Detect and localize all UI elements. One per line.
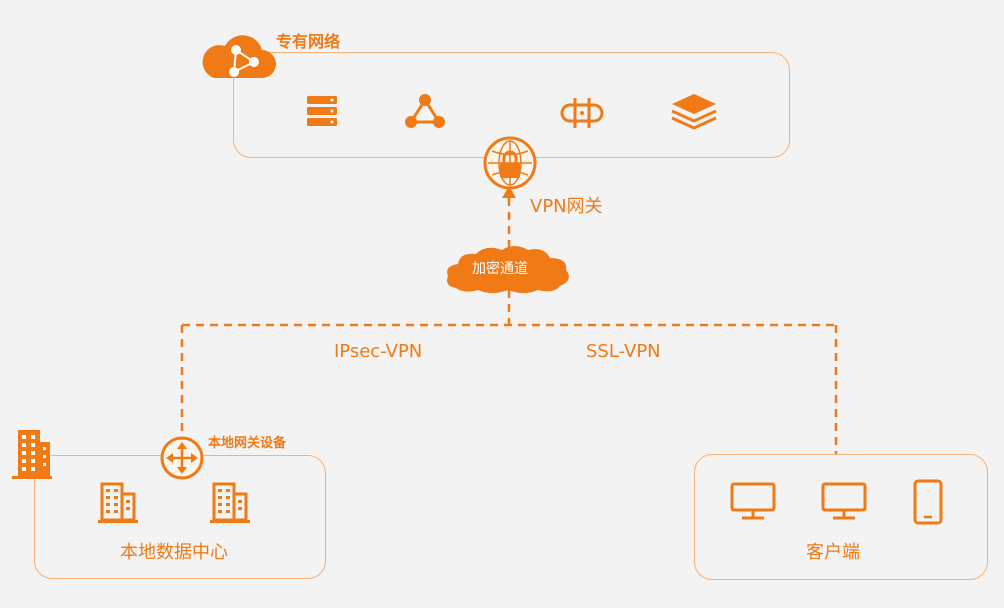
server-stack-icon bbox=[307, 96, 337, 126]
tunnel-cloud-icon bbox=[447, 246, 569, 293]
router-icon bbox=[560, 98, 604, 128]
vpn-gateway-label: VPN网关 bbox=[530, 196, 603, 217]
building-icon bbox=[210, 482, 250, 523]
cloud-network-icon bbox=[202, 35, 276, 78]
client-container bbox=[694, 454, 988, 580]
network-hub-icon bbox=[405, 94, 445, 128]
lock-globe-icon bbox=[483, 136, 537, 190]
desktop-monitor-icon bbox=[821, 482, 867, 520]
office-building-icon bbox=[12, 430, 52, 479]
desktop-monitor-icon bbox=[730, 482, 776, 520]
gateway-device-label: 本地网关设备 bbox=[208, 436, 287, 451]
gateway-device-icon bbox=[160, 436, 204, 480]
arrow-head-icon bbox=[502, 186, 516, 198]
mobile-phone-icon bbox=[913, 479, 943, 525]
layers-icon bbox=[671, 94, 717, 130]
datacenter-title: 本地数据中心 bbox=[120, 542, 228, 563]
building-icon bbox=[98, 482, 138, 523]
tunnel-label: 加密通道 bbox=[472, 261, 528, 277]
ipsec-vpn-label: IPsec-VPN bbox=[334, 341, 423, 362]
client-title: 客户端 bbox=[806, 542, 860, 563]
ssl-vpn-label: SSL-VPN bbox=[586, 341, 661, 362]
vpc-title: 专有网络 bbox=[276, 32, 341, 51]
